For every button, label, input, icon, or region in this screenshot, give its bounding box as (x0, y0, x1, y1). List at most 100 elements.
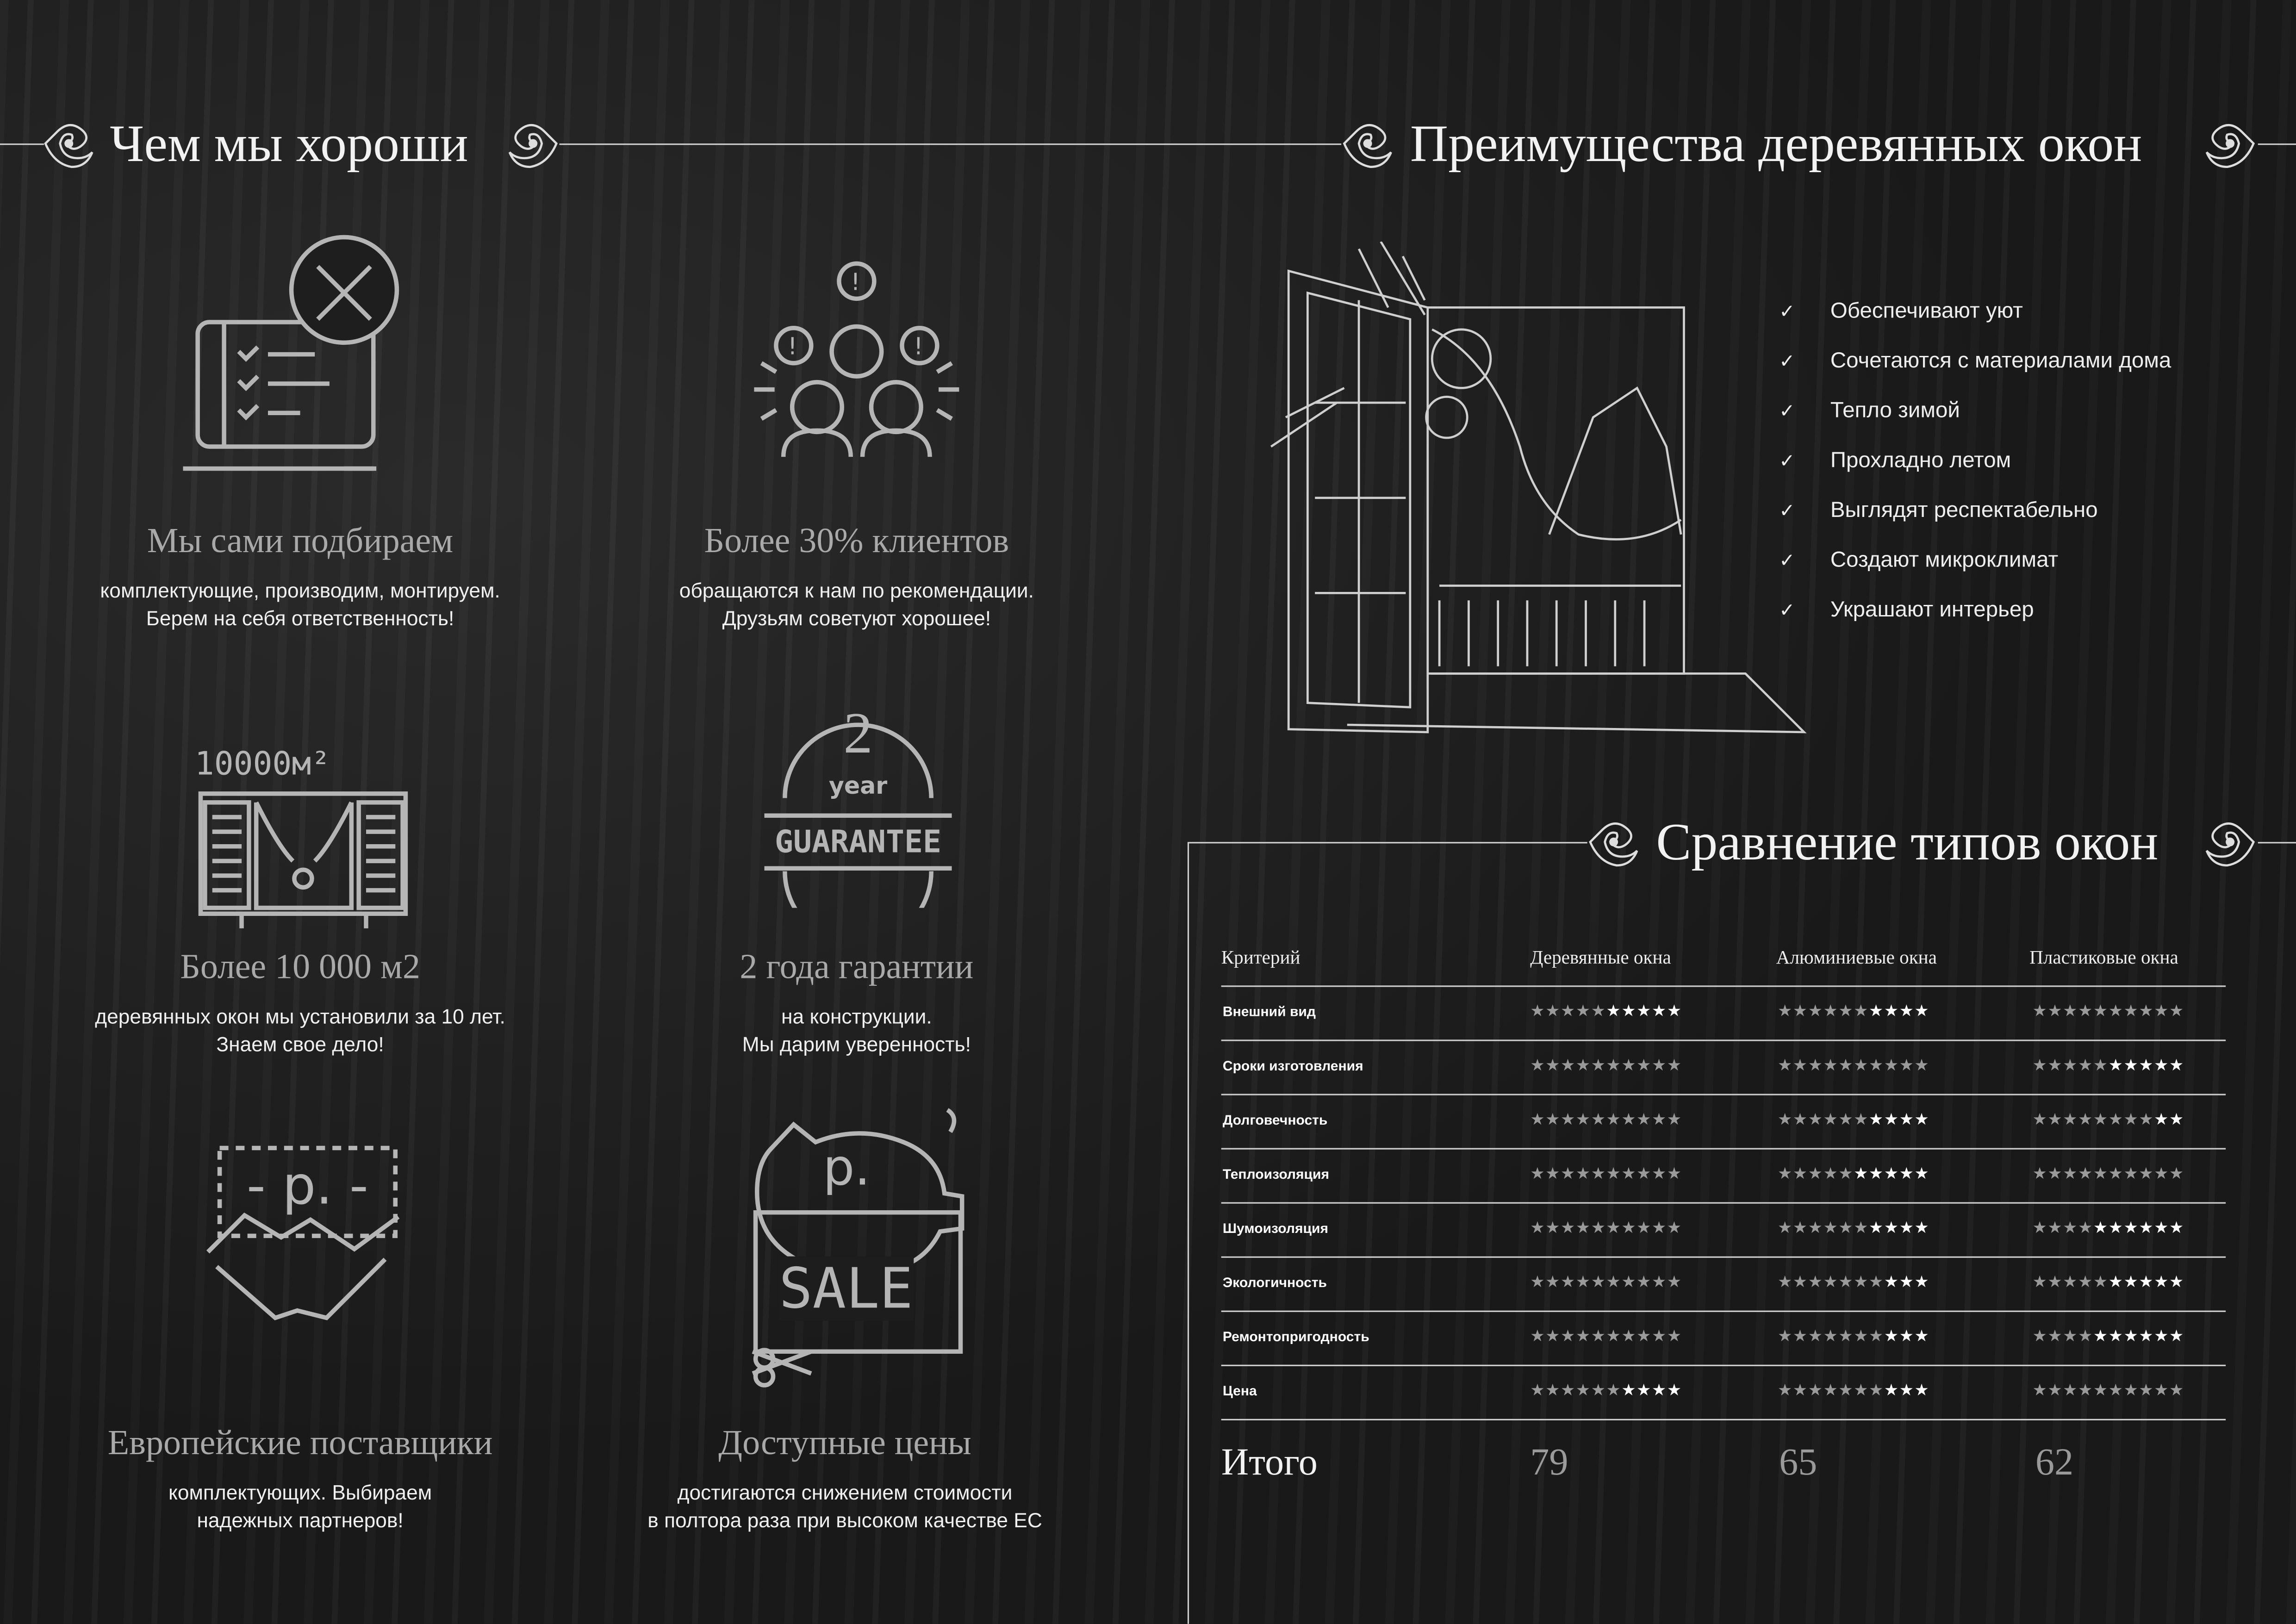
star-icon: ★ (1823, 1272, 1839, 1292)
star-icon: ★ (1667, 1056, 1682, 1075)
star-icon: ★ (1777, 1272, 1793, 1292)
star-icon: ★ (2047, 1056, 2063, 1075)
star-icon: ★ (1667, 1164, 1682, 1183)
star-icon: ★ (1914, 1002, 1930, 1021)
star-icon: ★ (1591, 1381, 1606, 1400)
ornament-icon (2205, 822, 2255, 867)
star-icon: ★ (1606, 1272, 1622, 1292)
star-icon: ★ (2093, 1218, 2109, 1238)
star-icon: ★ (1914, 1272, 1930, 1292)
star-icon: ★ (2078, 1326, 2093, 1346)
star-rating: ★★★★★★★★★★ (1778, 1057, 1929, 1073)
star-icon: ★ (1914, 1056, 1930, 1075)
table-row-divider (1221, 1039, 2226, 1041)
star-icon: ★ (1854, 1272, 1869, 1292)
star-icon: ★ (1560, 1381, 1576, 1400)
star-icon: ★ (2078, 1056, 2093, 1075)
star-icon: ★ (2063, 1002, 2078, 1021)
star-icon: ★ (2154, 1164, 2169, 1183)
total-wood: 79 (1530, 1441, 1568, 1484)
star-icon: ★ (1651, 1326, 1667, 1346)
star-icon: ★ (1575, 1056, 1591, 1075)
advantage-item: ✓Сочетаются с материалами дома (1779, 348, 2171, 373)
advantage-text: Тепло зимой (1830, 398, 1960, 423)
table-row-divider (1221, 985, 2226, 987)
star-icon: ★ (1621, 1164, 1637, 1183)
star-icon: ★ (1560, 1110, 1576, 1129)
star-icon: ★ (1914, 1218, 1930, 1238)
star-icon: ★ (1530, 1272, 1546, 1292)
star-icon: ★ (1545, 1218, 1561, 1238)
star-icon: ★ (2063, 1326, 2078, 1346)
divider (2258, 143, 2296, 145)
star-icon: ★ (1868, 1164, 1884, 1183)
star-icon: ★ (2154, 1326, 2169, 1346)
advantage-item: ✓Прохладно летом (1779, 448, 2011, 473)
star-icon: ★ (1838, 1002, 1854, 1021)
star-icon: ★ (1808, 1002, 1823, 1021)
star-icon: ★ (1606, 1381, 1622, 1400)
piggy-sale-icon: р. SALE (750, 1095, 966, 1388)
star-icon: ★ (1530, 1326, 1546, 1346)
star-icon: ★ (1838, 1056, 1854, 1075)
star-icon: ★ (1530, 1381, 1546, 1400)
star-icon: ★ (1899, 1110, 1915, 1129)
star-icon: ★ (1777, 1218, 1793, 1238)
star-icon: ★ (2154, 1110, 2169, 1129)
star-icon: ★ (2063, 1272, 2078, 1292)
star-icon: ★ (2169, 1110, 2184, 1129)
star-icon: ★ (1838, 1272, 1854, 1292)
star-icon: ★ (1854, 1002, 1869, 1021)
star-icon: ★ (2047, 1002, 2063, 1021)
table-header-wood: Деревянные окна (1530, 946, 1671, 968)
clients-group-icon: ! ! ! (754, 261, 959, 457)
star-icon: ★ (1899, 1002, 1915, 1021)
star-icon: ★ (1868, 1056, 1884, 1075)
divider (559, 143, 1342, 145)
star-icon: ★ (2169, 1056, 2184, 1075)
star-icon: ★ (1838, 1326, 1854, 1346)
star-icon: ★ (1636, 1002, 1652, 1021)
advantage-item: ✓Украшают интерьер (1779, 597, 2034, 622)
star-rating: ★★★★★★★★★★ (1530, 1111, 1682, 1127)
star-icon: ★ (1808, 1218, 1823, 1238)
star-icon: ★ (2139, 1110, 2154, 1129)
star-icon: ★ (2063, 1218, 2078, 1238)
ornament-icon (44, 124, 93, 168)
star-rating: ★★★★★★★★★★ (1530, 1382, 1682, 1399)
section-title-comparison: Сравнение типов окон (1656, 812, 2159, 871)
star-icon: ★ (1868, 1381, 1884, 1400)
star-icon: ★ (2139, 1056, 2154, 1075)
advantage-text: Прохладно летом (1830, 448, 2011, 473)
star-icon: ★ (1667, 1272, 1682, 1292)
star-icon: ★ (1591, 1326, 1606, 1346)
table-header-criterion: Критерий (1221, 946, 1300, 968)
star-icon: ★ (1621, 1326, 1637, 1346)
star-icon: ★ (2139, 1164, 2154, 1183)
check-icon: ✓ (1779, 499, 1795, 522)
advantage-item: ✓Создают микроклимат (1779, 548, 2058, 572)
check-icon: ✓ (1779, 399, 1795, 422)
star-icon: ★ (1651, 1218, 1667, 1238)
row-label: Шумоизоляция (1222, 1221, 1329, 1238)
star-icon: ★ (1899, 1381, 1915, 1400)
star-icon: ★ (1591, 1272, 1606, 1292)
star-icon: ★ (1591, 1002, 1606, 1021)
star-icon: ★ (2169, 1002, 2184, 1021)
star-icon: ★ (1575, 1002, 1591, 1021)
star-icon: ★ (1777, 1381, 1793, 1400)
star-icon: ★ (1575, 1272, 1591, 1292)
star-rating: ★★★★★★★★★★ (1530, 1057, 1682, 1073)
star-icon: ★ (2063, 1381, 2078, 1400)
table-row-divider (1221, 1364, 2226, 1366)
star-icon: ★ (1560, 1164, 1576, 1183)
row-label: Сроки изготовления (1222, 1058, 1363, 1075)
star-icon: ★ (1899, 1056, 1915, 1075)
star-icon: ★ (2032, 1056, 2048, 1075)
star-icon: ★ (2047, 1110, 2063, 1129)
star-icon: ★ (2108, 1381, 2124, 1400)
star-icon: ★ (1591, 1218, 1606, 1238)
